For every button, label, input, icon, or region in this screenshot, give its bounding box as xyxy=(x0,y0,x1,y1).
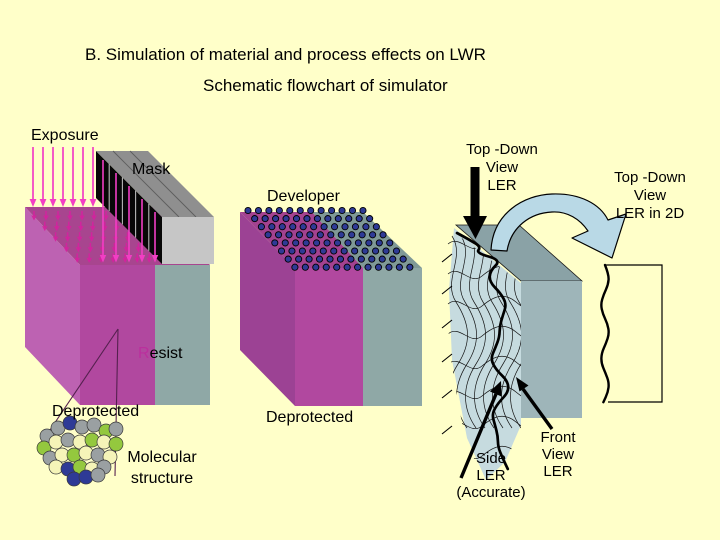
topdown-view-ler-2d-label: Top -Down View LER in 2D xyxy=(599,169,701,223)
topdown-view-ler-label: Top -Down View LER xyxy=(458,141,546,195)
molecular-structure-cluster xyxy=(36,415,124,487)
deprotected-label-middle: Deprotected xyxy=(266,409,354,426)
topdown2d-line1: Top -Down xyxy=(614,169,686,186)
side-ler-arrow xyxy=(459,381,502,479)
front-line3: LER xyxy=(543,463,573,480)
flip-curved-arrow xyxy=(490,193,627,259)
side-line3: (Accurate) xyxy=(456,484,526,501)
slide-subtitle: Schematic flowchart of simulator xyxy=(203,76,448,95)
topdown-line2: View xyxy=(485,159,519,176)
mask-graphic xyxy=(96,150,214,264)
mask-label: Mask xyxy=(132,161,171,178)
molecular-structure-label: Molecular structure xyxy=(120,447,204,489)
front-line2: View xyxy=(541,446,575,463)
molecular-structure-line2: structure xyxy=(130,470,194,487)
ler-tick-marks xyxy=(441,253,453,435)
side-ler-accurate-label: Side LER (Accurate) xyxy=(448,450,534,501)
topdown2d-line3: LER in 2D xyxy=(615,205,685,222)
front-line1: Front xyxy=(540,429,576,446)
exposure-label: Exposure xyxy=(31,127,99,144)
resist-initial: R xyxy=(138,345,150,362)
topdown-line1: Top -Down xyxy=(466,141,538,158)
side-line2: LER xyxy=(476,467,506,484)
resist-rest: esist xyxy=(149,345,183,362)
resist-label: Resist xyxy=(138,344,182,363)
ler-rough-edge xyxy=(455,231,510,471)
slide-title: B. Simulation of material and process ef… xyxy=(85,45,486,64)
topdown-line3: LER xyxy=(487,177,517,194)
front-view-ler-arrow xyxy=(516,377,554,430)
ler-2d-view xyxy=(600,263,663,404)
ler-2d-wavy-edge xyxy=(600,263,610,404)
side-line1: Side xyxy=(475,450,507,467)
molecular-structure-line1: Molecular xyxy=(127,449,197,466)
developer-label: Developer xyxy=(267,188,340,205)
topdown2d-line2: View xyxy=(633,187,667,204)
zoom-callout-lines xyxy=(49,328,119,477)
developer-dots xyxy=(244,206,414,271)
resist-cube-developed xyxy=(240,206,422,406)
deprotected-label-left: Deprotected xyxy=(52,403,140,420)
topdown-arrow xyxy=(463,167,487,239)
front-view-ler-label: Front View LER xyxy=(527,429,589,480)
mask-slit-beams xyxy=(99,160,159,263)
exposure-arrows xyxy=(29,147,97,207)
